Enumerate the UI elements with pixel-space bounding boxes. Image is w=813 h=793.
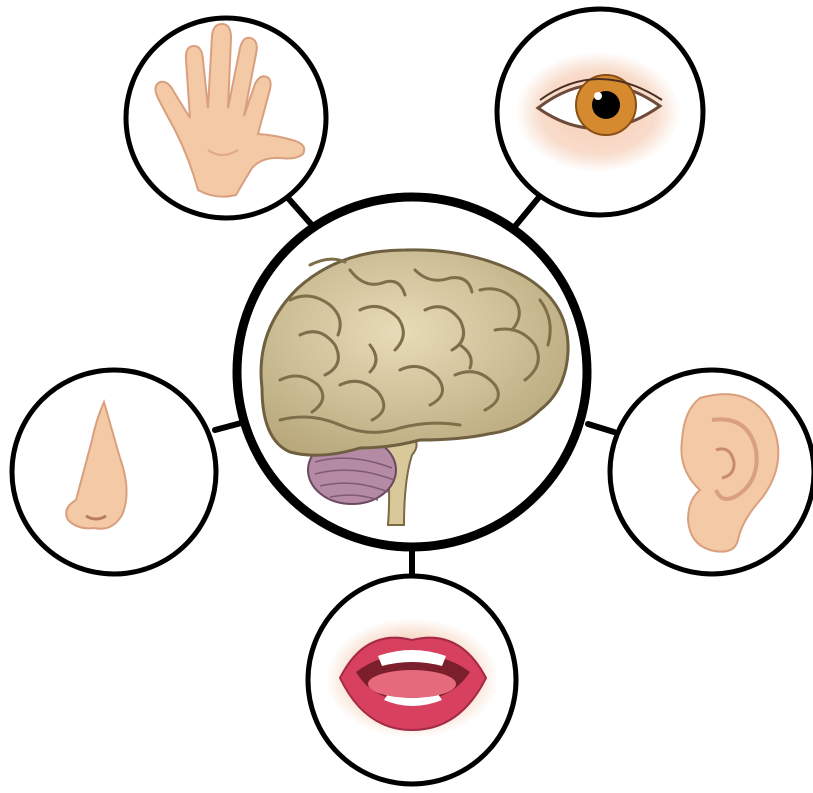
connector-sight — [512, 196, 540, 230]
node-touch[interactable] — [126, 18, 326, 218]
node-smell[interactable] — [12, 370, 216, 574]
center-node-brain[interactable] — [237, 197, 587, 547]
node-sight[interactable] — [497, 9, 703, 215]
node-taste[interactable] — [308, 576, 516, 784]
node-hearing[interactable] — [610, 370, 813, 574]
connector-hearing — [588, 424, 614, 432]
eye-icon — [516, 52, 680, 172]
mouth-icon — [326, 618, 498, 738]
